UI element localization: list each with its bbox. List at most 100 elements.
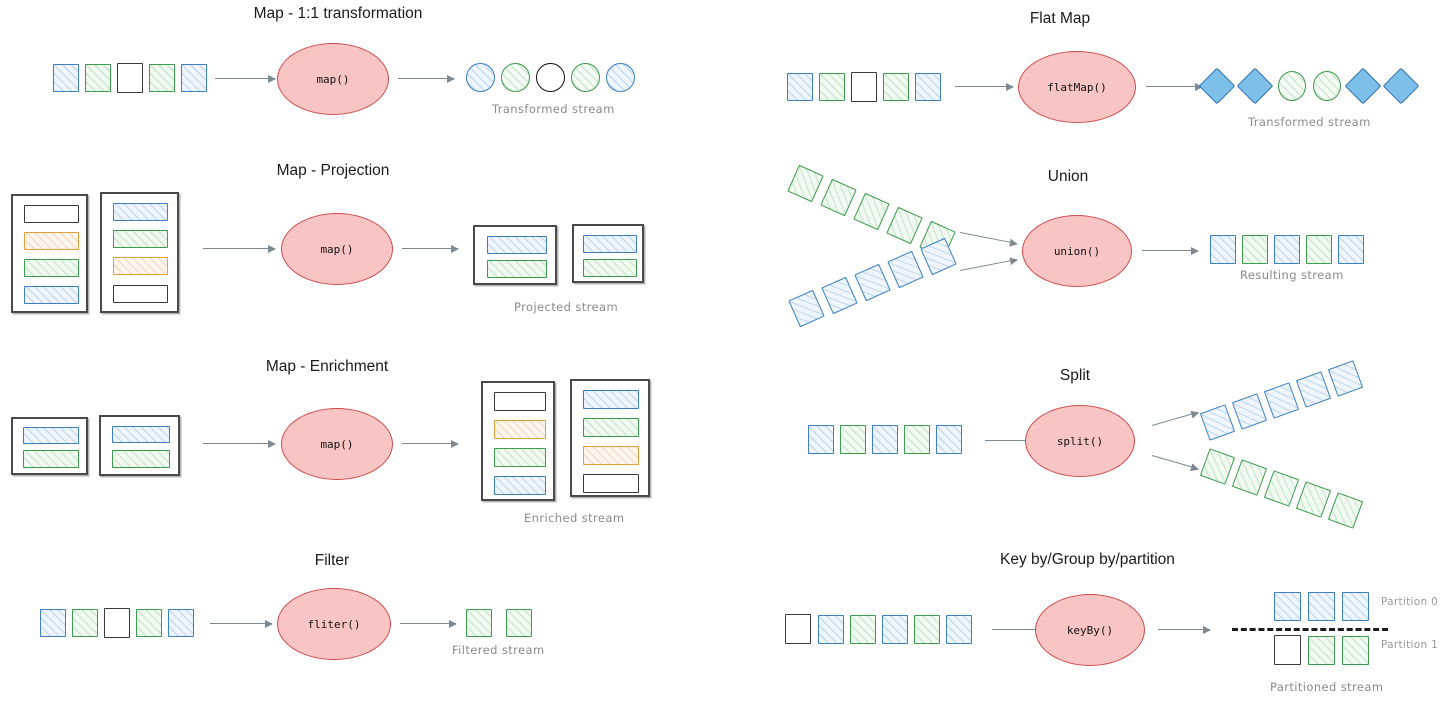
stream-token-diamond [1382,67,1420,105]
operator-union[interactable]: union() [1022,215,1132,287]
stream-token [1210,235,1236,264]
operator-label: map() [320,242,354,256]
section-title-filter: Filter [314,552,350,569]
operator-map-enrichment[interactable]: map() [281,408,393,480]
stream-token [1274,635,1301,665]
stream-token-diamond [1198,67,1236,105]
arrow-input-to-flatmap [955,82,1014,91]
stream-token [1274,235,1300,264]
stream-token [787,73,813,101]
caption-filtered-stream: Filtered stream [452,643,545,657]
record-field [583,418,639,437]
stream-token [785,614,811,644]
stream-token [872,425,898,454]
stream-token [936,425,962,454]
stream-token [1263,470,1300,507]
record-card [11,417,88,475]
operator-label: keyBy() [1066,623,1114,637]
arrow-input-to-map [215,74,276,83]
stream-token [850,615,876,644]
record-field [24,259,79,277]
record-card [99,415,180,476]
record-field [487,236,547,254]
caption-transformed-stream: Transformed stream [492,102,615,116]
operator-label: union() [1053,244,1101,258]
record-field [113,230,168,248]
record-card [572,224,644,283]
operator-map-1-1[interactable]: map() [277,43,389,115]
stream-token [536,63,565,92]
stream-token [53,64,79,92]
section-title-map-1-1: Map - 1:1 transformation [253,5,423,22]
stream-token [606,63,635,92]
arrow-flatmap-to-output [1146,82,1203,91]
stream-token [1327,492,1364,529]
stream-token [1231,393,1268,430]
stream-token [886,206,923,245]
stream-token [85,64,111,92]
stream-token [821,276,858,315]
operator-split[interactable]: split() [1025,405,1135,477]
stream-token [72,609,98,637]
stream-token [506,609,532,637]
section-title-map-projection: Map - Projection [276,162,390,179]
arrow-keyby-to-output [1158,625,1211,634]
arrow-bottom-to-union [959,258,1018,271]
arrow-input-to-map [203,244,276,253]
stream-token [904,425,930,454]
partition-divider [1232,628,1388,631]
stream-token [1199,404,1236,441]
section-title-split: Split [1059,367,1091,384]
stream-token [851,72,877,102]
stream-token [1342,636,1369,665]
section-title-map-enrichment: Map - Enrichment [265,358,389,375]
record-field [23,450,79,468]
stream-token [466,63,495,92]
record-field [583,446,639,465]
stream-token [840,425,866,454]
stream-token [1308,636,1335,665]
stream-token [1338,235,1364,264]
operator-label: fliter() [307,617,361,631]
operator-flatmap[interactable]: flatMap() [1018,51,1136,123]
stream-token [882,615,908,644]
stream-token [819,73,845,101]
record-field [113,257,168,275]
stream-token [1308,592,1335,621]
caption-enriched-stream: Enriched stream [524,511,625,525]
record-field [494,420,546,439]
record-field [113,203,168,221]
stream-token-circle [1278,71,1306,101]
arrow-top-to-union [959,232,1018,245]
stream-token [571,63,600,92]
stream-token [946,615,972,644]
stream-token [915,73,941,101]
stream-token [914,615,940,644]
stream-token [1199,448,1236,485]
caption-transformed-stream: Transformed stream [1248,115,1371,129]
stream-token [1295,371,1332,408]
stream-token [854,263,891,302]
stream-token [787,164,824,203]
stream-token [104,608,130,638]
stream-token [1306,235,1332,264]
arrow-input-to-filter [210,619,273,628]
arrow-map-to-output [402,439,459,448]
stream-token-diamond [1344,67,1382,105]
stream-token-circle [1313,71,1341,101]
stream-token [1342,592,1369,621]
record-field [494,476,546,495]
stream-token [117,63,143,93]
arrow-input-to-map [203,439,276,448]
operator-filter[interactable]: fliter() [277,588,391,660]
record-field [23,427,79,444]
record-card [11,194,88,313]
partition-1-label: Partition 1 [1381,639,1439,651]
record-field [494,392,546,411]
record-field [583,259,637,277]
operator-map-projection[interactable]: map() [281,213,393,285]
stream-token [181,64,207,92]
operator-keyby[interactable]: keyBy() [1035,594,1145,666]
section-title-key-by: Key by/Group by/partition [1000,551,1175,568]
